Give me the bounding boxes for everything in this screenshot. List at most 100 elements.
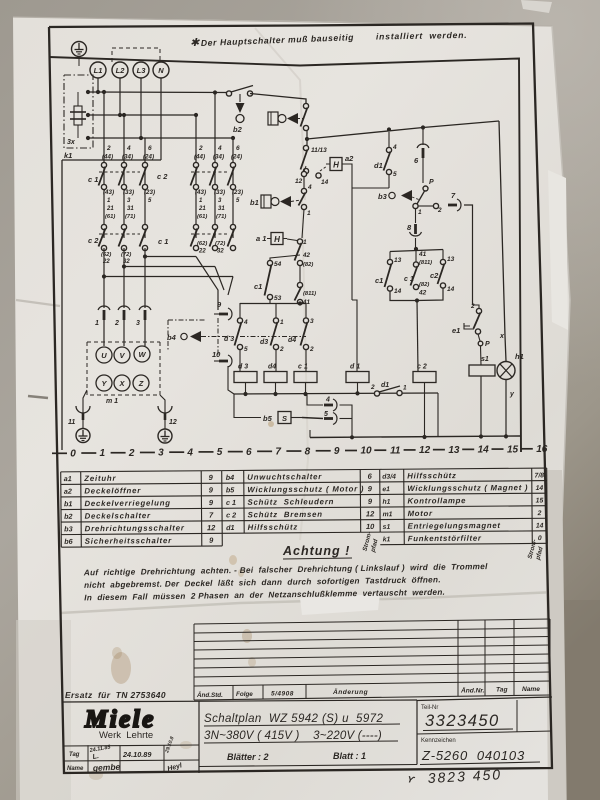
- svg-text:0: 0: [70, 449, 76, 460]
- svg-text:b3: b3: [378, 192, 388, 201]
- svg-text:31: 31: [127, 206, 134, 212]
- svg-text:1: 1: [418, 209, 422, 216]
- svg-text:2: 2: [279, 346, 284, 353]
- svg-text:(62): (62): [101, 252, 111, 258]
- svg-text:b2: b2: [233, 125, 243, 134]
- svg-text:(71): (71): [125, 214, 135, 220]
- svg-text:(34): (34): [122, 154, 133, 161]
- svg-text:6: 6: [368, 472, 373, 481]
- svg-text:11: 11: [68, 419, 75, 426]
- svg-text:L1: L1: [94, 66, 103, 75]
- svg-text:9: 9: [334, 446, 340, 457]
- svg-text:41: 41: [418, 251, 427, 258]
- svg-text:Entriegelungsmagnet: Entriegelungsmagnet: [408, 521, 501, 531]
- svg-text:3: 3: [310, 318, 314, 325]
- svg-text:2: 2: [309, 346, 314, 353]
- svg-text:7/8: 7/8: [535, 472, 545, 479]
- svg-text:2: 2: [106, 145, 111, 152]
- svg-text:(43): (43): [103, 189, 114, 196]
- svg-text:1: 1: [107, 198, 111, 204]
- svg-text:Folge: Folge: [236, 691, 253, 698]
- svg-text:1: 1: [303, 239, 307, 246]
- svg-text:Schütz Bremsen: Schütz Bremsen: [248, 510, 323, 520]
- svg-text:Schütz Schleudern: Schütz Schleudern: [247, 497, 334, 507]
- svg-text:b1: b1: [250, 198, 259, 207]
- svg-text:(71): (71): [216, 214, 226, 220]
- svg-text:5/4908: 5/4908: [271, 691, 294, 698]
- svg-text:d4: d4: [288, 337, 296, 344]
- svg-text:d3: d3: [260, 339, 268, 346]
- svg-text:Wicklungsschutz ( Motor ): Wicklungsschutz ( Motor ): [247, 484, 364, 494]
- svg-text:Kontrollampe: Kontrollampe: [407, 496, 466, 505]
- svg-text:d 3: d 3: [238, 364, 248, 371]
- svg-text:c 2: c 2: [88, 236, 99, 245]
- svg-text:5: 5: [393, 171, 397, 178]
- svg-text:b4: b4: [167, 333, 177, 342]
- svg-text:54: 54: [274, 261, 282, 268]
- svg-text:d1: d1: [374, 161, 383, 170]
- svg-text:H: H: [274, 235, 280, 244]
- svg-text:21: 21: [198, 206, 206, 212]
- svg-text:Ersatz für TN 2753640: Ersatz für TN 2753640: [65, 690, 166, 700]
- svg-text:(62): (62): [197, 241, 207, 247]
- svg-text:a 1: a 1: [256, 234, 266, 243]
- svg-text:14: 14: [478, 445, 490, 456]
- svg-text:Änderung: Änderung: [332, 688, 368, 696]
- svg-text:9: 9: [368, 497, 373, 506]
- svg-text:32: 32: [217, 249, 224, 255]
- svg-text:5: 5: [244, 346, 248, 353]
- svg-text:16: 16: [536, 444, 548, 455]
- svg-text:(23): (23): [232, 189, 243, 196]
- svg-text:13: 13: [394, 257, 402, 264]
- svg-text:Name: Name: [522, 686, 540, 693]
- svg-text:b3: b3: [64, 524, 72, 533]
- svg-text:15: 15: [536, 497, 544, 504]
- svg-text:1: 1: [280, 319, 284, 326]
- svg-text:(72): (72): [121, 252, 131, 258]
- svg-text:Unwuchtschalter: Unwuchtschalter: [247, 472, 322, 482]
- svg-text:(44): (44): [194, 154, 205, 161]
- svg-text:Deckelverriegelung: Deckelverriegelung: [84, 498, 170, 508]
- svg-text:5: 5: [148, 198, 152, 204]
- svg-text:13: 13: [447, 256, 455, 263]
- svg-text:12: 12: [207, 523, 216, 532]
- svg-text:14: 14: [536, 523, 544, 530]
- svg-text:c 1: c 1: [88, 175, 98, 184]
- svg-text:6: 6: [246, 447, 252, 458]
- svg-text:Z: Z: [138, 379, 144, 388]
- svg-text:7: 7: [209, 511, 214, 520]
- svg-text:d3/4: d3/4: [382, 474, 396, 481]
- svg-text:2: 2: [198, 145, 203, 152]
- svg-text:11: 11: [390, 445, 401, 456]
- svg-text:21: 21: [106, 206, 114, 212]
- svg-text:13: 13: [448, 445, 460, 456]
- svg-text:7: 7: [275, 447, 281, 458]
- svg-text:k1: k1: [383, 536, 391, 543]
- svg-text:Funkentstörfilter: Funkentstörfilter: [408, 534, 482, 544]
- svg-text:1: 1: [95, 320, 99, 327]
- svg-text:V: V: [119, 351, 125, 360]
- svg-text:H: H: [333, 161, 339, 170]
- svg-text:8: 8: [407, 223, 412, 232]
- svg-text:c1: c1: [375, 276, 383, 285]
- svg-text:31: 31: [218, 206, 225, 212]
- svg-text:0: 0: [538, 535, 542, 542]
- svg-text:2: 2: [537, 510, 542, 517]
- svg-text:Strom-: Strom-: [527, 539, 539, 560]
- svg-text:5: 5: [236, 198, 240, 204]
- svg-text:a2: a2: [345, 154, 354, 163]
- svg-text:Tag: Tag: [496, 687, 507, 694]
- svg-text:b2: b2: [64, 512, 72, 521]
- svg-text:b1: b1: [64, 499, 72, 508]
- svg-text:2: 2: [370, 384, 375, 391]
- svg-text:Sicherheitsschalter: Sicherheitsschalter: [85, 536, 172, 546]
- svg-text:5: 5: [217, 447, 223, 458]
- svg-text:c 2: c 2: [157, 172, 168, 181]
- svg-text:Hilfsschütz: Hilfsschütz: [248, 523, 298, 532]
- svg-text:Teil-Nr: Teil-Nr: [421, 705, 438, 711]
- svg-text:c 1: c 1: [226, 498, 236, 507]
- svg-text:c 2: c 2: [417, 364, 427, 371]
- svg-text:3323450: 3323450: [425, 712, 500, 730]
- svg-text:2: 2: [470, 303, 475, 310]
- svg-text:(24): (24): [143, 154, 154, 161]
